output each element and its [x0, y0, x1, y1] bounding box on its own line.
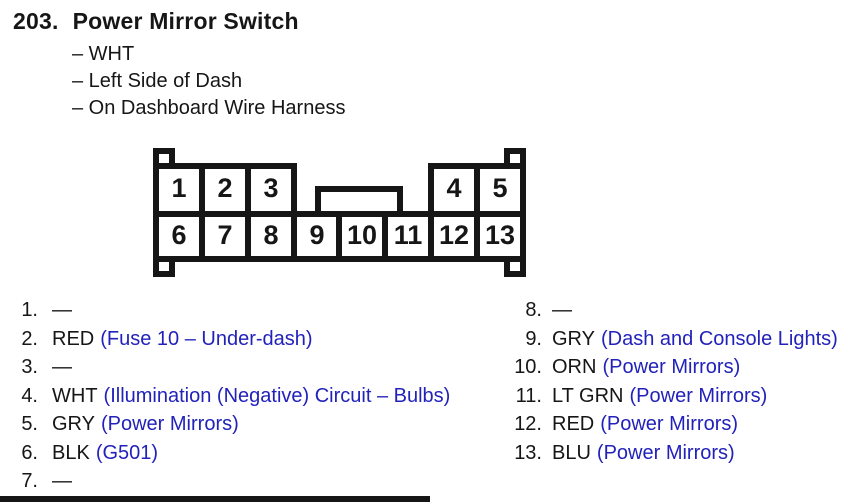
connector-pin-number: 2: [217, 173, 232, 203]
pin-circuit-desc: (Power Mirrors): [629, 384, 768, 407]
pin-row: 12. RED(Power Mirrors): [500, 410, 838, 439]
pin-circuit-desc: (G501): [95, 441, 159, 464]
connector-pin-number: 8: [263, 220, 278, 250]
pin-row: 9. GRY(Dash and Console Lights): [500, 325, 838, 354]
pin-row: 5. GRY(Power Mirrors): [0, 410, 450, 439]
pin-row: 1. —: [0, 296, 450, 325]
pin-row: 3. —: [0, 353, 450, 382]
connector-pin-cell: [428, 163, 480, 217]
pin-wire-color: —: [52, 470, 72, 492]
pin-row: 10. ORN(Power Mirrors): [500, 353, 838, 382]
pin-wire-color: RED: [552, 413, 595, 435]
pin-row: 6. BLK(G501): [0, 439, 450, 468]
pin-wire-color: ORN: [552, 356, 597, 378]
pin-wire-color: —: [552, 299, 572, 321]
pin-number: 3.: [21, 356, 38, 378]
pin-row: 13. BLU(Power Mirrors): [500, 439, 838, 468]
pin-row: 2. RED(Fuse 10 – Under-dash): [0, 325, 450, 354]
connector-pin-number: 12: [439, 220, 469, 250]
pin-row: 11. LT GRN(Power Mirrors): [500, 382, 838, 411]
connector-pin-number: 3: [263, 173, 278, 203]
bottom-page-rule: [0, 496, 430, 502]
connector-pin-number: 9: [309, 220, 324, 250]
bullet-item: – Left Side of Dash: [72, 70, 243, 92]
page-title-text: Power Mirror Switch: [72, 8, 299, 34]
pin-wire-color: BLK: [52, 441, 90, 464]
pin-number: 13.: [514, 441, 542, 464]
pin-number: 11.: [515, 384, 542, 407]
connector-pin-number: 4: [446, 173, 461, 203]
pin-circuit-desc: (Power Mirrors): [600, 413, 739, 435]
connector-pin-cell: [474, 211, 526, 262]
pin-wire-color: GRY: [52, 413, 95, 435]
page-title: 203. Power Mirror Switch: [13, 7, 299, 35]
pin-number: 2.: [21, 327, 38, 350]
pin-wire-color: —: [52, 356, 72, 378]
connector-pin-cell: [245, 163, 297, 217]
pin-wire-color: —: [52, 299, 72, 321]
pin-list-left: 1. — 2. RED(Fuse 10 – Under-dash) 3. — 4. WHT(I…: [0, 296, 450, 496]
connector-pin-number: 13: [485, 220, 515, 250]
connector-pin-number: 7: [217, 220, 232, 250]
pin-row: 4. WHT(Illumination (Negative) Circuit – …: [0, 382, 450, 411]
pin-row: 7. —: [0, 467, 450, 496]
pin-number: 6.: [21, 441, 38, 464]
pin-circuit-desc: (Power Mirrors): [596, 441, 735, 464]
pin-number: 12.: [514, 413, 542, 435]
pin-wire-color: BLU: [552, 441, 591, 464]
pin-wire-color: GRY: [552, 327, 595, 350]
connector-pin-number: 5: [492, 173, 507, 203]
pin-circuit-desc: (Dash and Console Lights): [600, 327, 838, 350]
pin-number: 8.: [525, 299, 542, 321]
pin-wire-color: LT GRN: [552, 384, 624, 407]
pin-row: 8. —: [500, 296, 838, 325]
connector-pin-number: 11: [394, 220, 423, 250]
pin-wire-color: RED: [52, 327, 95, 350]
pin-number: 1.: [21, 299, 38, 321]
pin-number: 4.: [21, 384, 38, 407]
pin-number: 5.: [21, 413, 38, 435]
pin-circuit-desc: (Fuse 10 – Under-dash): [100, 327, 313, 350]
pin-number: 7.: [21, 470, 38, 492]
pin-wire-color: WHT: [52, 384, 98, 407]
connector-pin-number: 10: [347, 220, 377, 250]
connector-pin-number: 6: [171, 220, 186, 250]
pin-circuit-desc: (Power Mirrors): [602, 356, 741, 378]
bullet-item: – WHT: [72, 43, 135, 65]
pin-circuit-desc: (Illumination (Negative) Circuit – Bulbs…: [103, 384, 451, 407]
page-title-number: 203.: [13, 8, 59, 34]
pin-circuit-desc: (Power Mirrors): [100, 413, 239, 435]
bullet-list: – WHT – Left Side of Dash – On Dashboard…: [72, 41, 345, 122]
pin-number: 10.: [514, 356, 542, 378]
pin-list-right: 8.—9.GRY(Dash and Console Lights)10.ORN(…: [500, 296, 838, 467]
pin-number: 9.: [525, 327, 542, 350]
bullet-item: – On Dashboard Wire Harness: [72, 97, 346, 119]
connector-pin-number: 1: [171, 173, 186, 203]
connector-pin-cell: [153, 211, 205, 262]
